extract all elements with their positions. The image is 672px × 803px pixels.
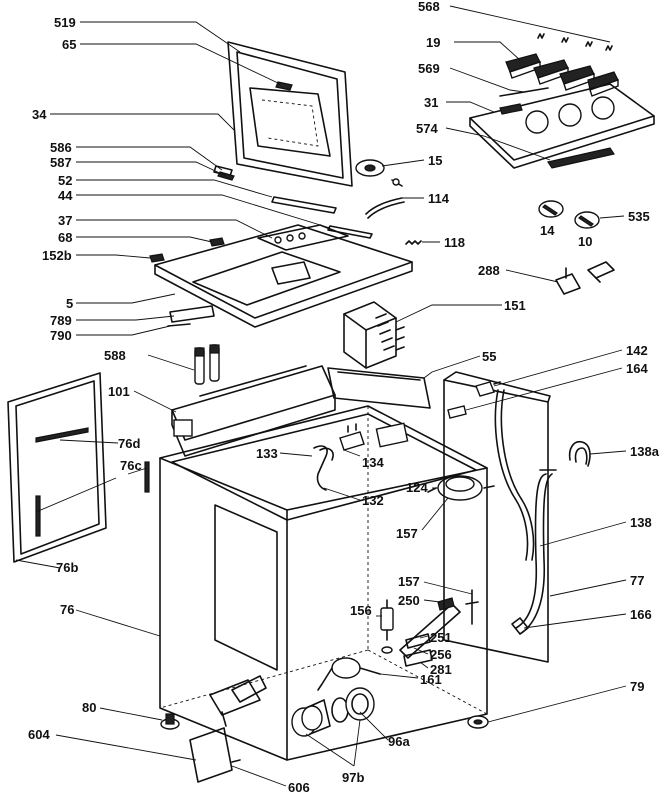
label-157-b: 157	[398, 574, 420, 589]
label-76d: 76d	[118, 436, 140, 451]
label-97b: 97b	[342, 770, 364, 785]
label-76c: 76c	[120, 458, 142, 473]
label-132: 132	[362, 493, 384, 508]
label-114: 114	[428, 191, 450, 206]
part-101	[171, 365, 336, 457]
label-19: 19	[426, 35, 440, 50]
label-604: 604	[28, 727, 50, 742]
front-panel-76b	[7, 372, 150, 563]
label-568: 568	[418, 0, 440, 14]
label-10: 10	[578, 234, 592, 249]
label-164: 164	[626, 361, 648, 376]
label-152b: 152b	[42, 248, 72, 263]
label-138a: 138a	[630, 444, 660, 459]
label-44: 44	[58, 188, 73, 203]
cabinet-76	[159, 405, 488, 761]
label-14: 14	[540, 223, 555, 238]
label-789: 789	[50, 313, 72, 328]
part-288	[555, 261, 615, 295]
label-587: 587	[50, 155, 72, 170]
label-37: 37	[58, 213, 72, 228]
label-256: 256	[430, 647, 452, 662]
label-76b: 76b	[56, 560, 78, 575]
feet-and-cover	[160, 713, 489, 783]
control-knobs-group	[469, 33, 655, 169]
label-288: 288	[478, 263, 500, 278]
label-101: 101	[108, 384, 130, 399]
timer-knobs	[538, 200, 600, 229]
label-790: 790	[50, 328, 72, 343]
part-55	[327, 367, 431, 409]
label-31: 31	[424, 95, 438, 110]
part-151	[343, 301, 405, 369]
label-161: 161	[420, 672, 442, 687]
label-80: 80	[82, 700, 96, 715]
label-15: 15	[428, 153, 442, 168]
label-569: 569	[418, 61, 440, 76]
label-5: 5	[66, 296, 73, 311]
label-34: 34	[32, 107, 47, 122]
label-588: 588	[104, 348, 126, 363]
back-panel-77	[443, 371, 591, 663]
label-134: 134	[362, 455, 384, 470]
hose-connectors	[313, 422, 409, 491]
lid-assembly	[213, 41, 353, 187]
label-251: 251	[430, 630, 452, 645]
label-157-a: 157	[396, 526, 418, 541]
label-76: 76	[60, 602, 74, 617]
label-133: 133	[256, 446, 278, 461]
label-156: 156	[350, 603, 372, 618]
heater-parts	[380, 597, 461, 667]
label-519: 519	[54, 15, 76, 30]
label-281: 281	[430, 662, 452, 677]
label-77: 77	[630, 573, 644, 588]
label-606: 606	[288, 780, 310, 795]
leader-lines	[15, 5, 627, 787]
label-586: 586	[50, 140, 72, 155]
label-79: 79	[630, 679, 644, 694]
parts-588	[194, 344, 220, 385]
label-574: 574	[416, 121, 438, 136]
pump-assembly	[291, 657, 381, 737]
label-52: 52	[58, 173, 72, 188]
label-138: 138	[630, 515, 652, 530]
label-535: 535	[628, 209, 650, 224]
label-65: 65	[62, 37, 76, 52]
small-top-parts	[355, 159, 422, 245]
part-labels: 519 65 34 586 587 52 44 37 68 152b 5 789…	[28, 0, 660, 795]
label-55: 55	[482, 349, 496, 364]
label-124: 124	[406, 480, 428, 495]
label-142: 142	[626, 343, 648, 358]
label-166: 166	[630, 607, 652, 622]
label-96a: 96a	[388, 734, 410, 749]
label-151: 151	[504, 298, 526, 313]
label-250: 250	[398, 593, 420, 608]
part-157-lower	[465, 589, 479, 625]
top-cover	[149, 224, 413, 328]
label-118: 118	[444, 235, 465, 250]
label-68: 68	[58, 230, 72, 245]
